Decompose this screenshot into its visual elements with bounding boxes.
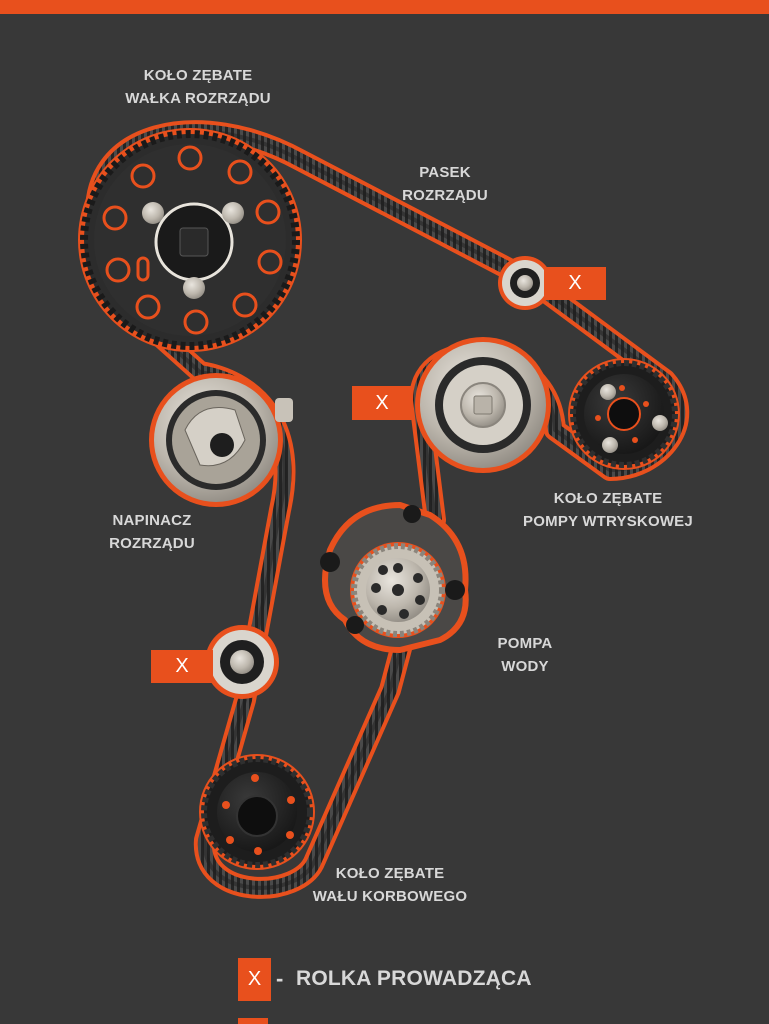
legend-marker: X: [238, 958, 271, 1001]
upper-idler-roller: [498, 256, 552, 310]
idler-marker-lower: X: [151, 650, 213, 683]
camshaft-gear-label: KOŁO ZĘBATE WAŁKA ROZRZĄDU: [125, 67, 271, 107]
legend-dash: -: [276, 966, 284, 991]
injection-pump-gear-label: KOŁO ZĘBATE POMPY WTRYSKOWEJ: [523, 490, 693, 530]
middle-idler-roller: [415, 337, 551, 473]
bottom-accent-bar: [238, 1018, 268, 1024]
camshaft-gear: [78, 128, 302, 352]
crankshaft-gear: [199, 754, 315, 870]
tensioner-label: NAPINACZ ROZRZĄDU: [109, 512, 195, 552]
water-pump: [320, 502, 469, 653]
lower-idler-roller: [205, 625, 279, 699]
timing-tensioner: [149, 373, 293, 507]
idler-marker-middle: X: [352, 386, 412, 420]
legend-text: ROLKA PROWADZĄCA: [296, 967, 532, 990]
injection-pump-gear: [568, 358, 680, 470]
crankshaft-gear-label: KOŁO ZĘBATE WAŁU KORBOWEGO: [312, 865, 468, 905]
timing-belt-label: PASEK ROZRZĄDU: [402, 164, 488, 204]
idler-marker-upper: X: [544, 267, 606, 300]
top-accent-bar: [0, 0, 769, 14]
water-pump-label: POMPA WODY: [497, 635, 553, 675]
